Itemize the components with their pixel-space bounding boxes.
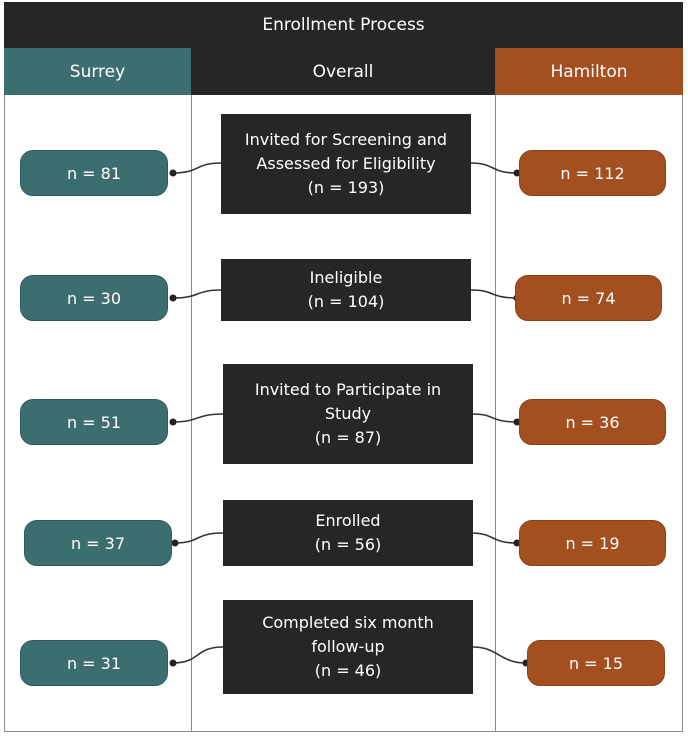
overall-stage-5-line-3: (n = 46) — [314, 661, 382, 680]
overall-stage-5-line-2: follow-up — [311, 637, 385, 656]
overall-stage-4: Enrolled (n = 56) — [223, 500, 473, 566]
connector-surrey-stage-3 — [172, 413, 224, 423]
connector-surrey-stage-4 — [174, 532, 224, 544]
connector-surrey-stage-1 — [172, 162, 222, 174]
overall-stage-5-line-1: Completed six month — [262, 613, 434, 632]
overall-stage-1-line-1: Invited for Screening and — [244, 130, 448, 149]
connector-dot — [513, 539, 521, 547]
surrey-count-stage-2: n = 30 — [20, 275, 168, 321]
column-divider-right — [495, 95, 496, 732]
connector-dot — [513, 169, 521, 177]
connector-surrey-stage-2 — [172, 289, 222, 299]
column-header-overall: Overall — [191, 48, 495, 95]
column-divider-left — [191, 95, 192, 732]
overall-stage-1-line-3: (n = 193) — [307, 178, 385, 197]
overall-stage-3-line-1: Invited to Participate in — [254, 380, 442, 399]
connector-dot — [169, 294, 177, 302]
diagram-title: Enrollment Process — [4, 2, 683, 48]
overall-stage-2-line-2: (n = 104) — [307, 292, 385, 311]
hamilton-count-stage-2: n = 74 — [515, 275, 662, 321]
overall-stage-3-line-3: (n = 87) — [314, 428, 382, 447]
overall-stage-1-line-2: Assessed for Eligibility — [256, 154, 436, 173]
column-header-hamilton: Hamilton — [495, 48, 683, 95]
connector-hamilton-stage-2 — [470, 289, 518, 299]
connector-hamilton-stage-1 — [470, 162, 518, 174]
hamilton-count-stage-1: n = 112 — [519, 150, 666, 196]
connector-hamilton-stage-5 — [472, 646, 527, 664]
surrey-count-stage-4: n = 37 — [24, 520, 172, 566]
hamilton-count-stage-3: n = 36 — [519, 399, 666, 445]
connector-dot — [169, 418, 177, 426]
connector-dot — [169, 169, 177, 177]
surrey-count-stage-5: n = 31 — [20, 640, 168, 686]
column-header-surrey: Surrey — [4, 48, 191, 95]
connector-dot — [169, 659, 177, 667]
surrey-count-stage-1: n = 81 — [20, 150, 168, 196]
hamilton-count-stage-5: n = 15 — [527, 640, 665, 686]
overall-stage-3-line-2: Study — [324, 404, 372, 423]
overall-stage-2-line-1: Ineligible — [309, 268, 383, 287]
surrey-count-stage-3: n = 51 — [20, 399, 168, 445]
overall-stage-4-line-2: (n = 56) — [314, 535, 382, 554]
overall-stage-1: Invited for Screening and Assessed for E… — [221, 114, 471, 214]
overall-stage-3: Invited to Participate in Study (n = 87) — [223, 364, 473, 464]
overall-stage-5: Completed six month follow-up (n = 46) — [223, 600, 473, 694]
connector-dot — [171, 539, 179, 547]
connector-hamilton-stage-4 — [470, 532, 518, 544]
connector-surrey-stage-5 — [172, 646, 224, 664]
connector-dot — [513, 418, 521, 426]
overall-stage-4-line-1: Enrolled — [315, 511, 381, 530]
hamilton-count-stage-4: n = 19 — [519, 520, 666, 566]
connector-hamilton-stage-3 — [472, 413, 518, 423]
overall-stage-2: Ineligible (n = 104) — [221, 259, 471, 321]
